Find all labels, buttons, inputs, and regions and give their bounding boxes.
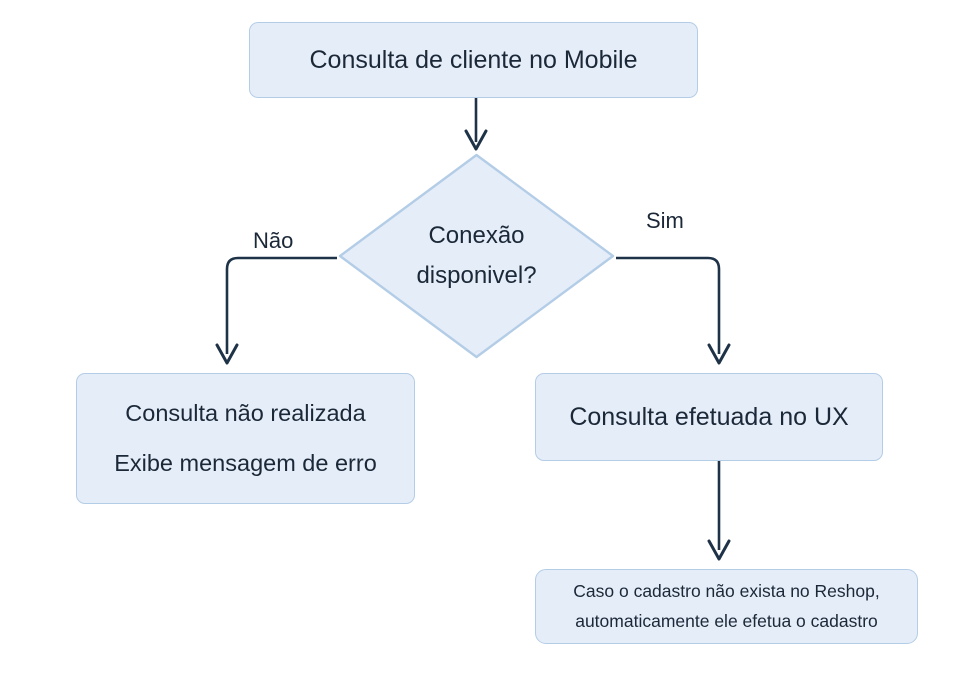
flow-node-start-line-1: Consulta de cliente no Mobile — [309, 45, 638, 74]
diamond-shape — [338, 153, 615, 359]
edge-decision-to-fail — [215, 256, 337, 365]
flow-node-decision[interactable]: Conexão disponivel? — [337, 152, 616, 360]
flow-node-note[interactable]: Caso o cadastro não exista no Reshop, au… — [535, 569, 918, 644]
edge-success-to-note — [707, 461, 731, 561]
flow-node-decision-line-1: Conexão — [428, 221, 525, 249]
flow-node-note-line-1: Caso o cadastro não exista no Reshop, — [573, 580, 880, 601]
edge-start-to-decision — [464, 98, 488, 151]
flow-node-start[interactable]: Consulta de cliente no Mobile — [249, 22, 698, 98]
flow-node-fail-line-1: Consulta não realizada — [125, 400, 366, 427]
flow-node-fail-line-2: Exibe mensagem de erro — [114, 450, 377, 476]
edge-label-nao: Não — [253, 228, 294, 253]
flow-node-decision-label: Conexão disponivel? — [337, 152, 616, 360]
flow-node-fail[interactable]: Consulta não realizada Exibe mensagem de… — [76, 373, 415, 504]
flow-node-success[interactable]: Consulta efetuada no UX — [535, 373, 883, 461]
flow-node-decision-line-2: disponivel? — [416, 261, 537, 289]
edge-label-sim: Sim — [646, 208, 684, 233]
flow-node-success-line-1: Consulta efetuada no UX — [569, 402, 849, 431]
edge-decision-to-success — [616, 256, 731, 365]
flow-node-note-line-2: automaticamente ele efetua o cadastro — [575, 611, 878, 631]
